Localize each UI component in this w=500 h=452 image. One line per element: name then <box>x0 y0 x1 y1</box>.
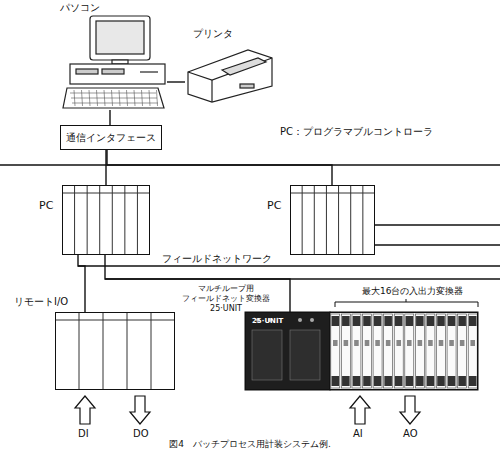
converter-unit: マルチループ用 フィールドネット変換器 25·UNIT25·UNIT <box>245 312 478 390</box>
remote-io-rack: リモートI/O <box>55 312 175 390</box>
bus-line <box>0 165 500 279</box>
connector-line <box>107 150 332 185</box>
signal-name: DO <box>133 428 149 440</box>
printer: プリンタ <box>185 48 273 103</box>
computer-illustration <box>63 16 165 108</box>
connector-line <box>167 81 185 82</box>
converter-unit-illustration <box>245 312 478 390</box>
node-label: PC <box>267 200 281 213</box>
printer-illustration <box>188 50 272 102</box>
node-label: リモートI/O <box>14 296 68 308</box>
node-label: マルチループ用 フィールドネット変換器 25·UNIT <box>180 284 272 314</box>
connector-line <box>78 255 85 312</box>
signal-arrow <box>75 396 420 424</box>
figure-caption: 図4 バッチプロセス用計装システム例. <box>0 439 500 449</box>
node-label: 通信インタフェース <box>66 132 156 144</box>
signal-name: AO <box>403 428 418 440</box>
node-label: パソコン <box>60 2 100 14</box>
plc-rack: PC <box>290 185 375 255</box>
signal-name: AI <box>353 428 363 440</box>
connector-line <box>109 110 110 125</box>
plc-rack: PC <box>62 185 150 255</box>
signal-name: DI <box>78 428 89 440</box>
bracket <box>335 299 478 307</box>
annotation: PC：プログラマブルコントローラ <box>280 126 433 138</box>
node-label: PC <box>39 200 53 213</box>
annotation: 最大16台の入出力変換器 <box>362 286 463 296</box>
interface-box: 通信インタフェース <box>60 125 162 150</box>
node-label: プリンタ <box>193 28 233 40</box>
computer: パソコン <box>62 16 167 110</box>
annotation: フィールドネットワーク <box>162 253 272 265</box>
logo-text: 25·UNIT <box>252 317 283 325</box>
